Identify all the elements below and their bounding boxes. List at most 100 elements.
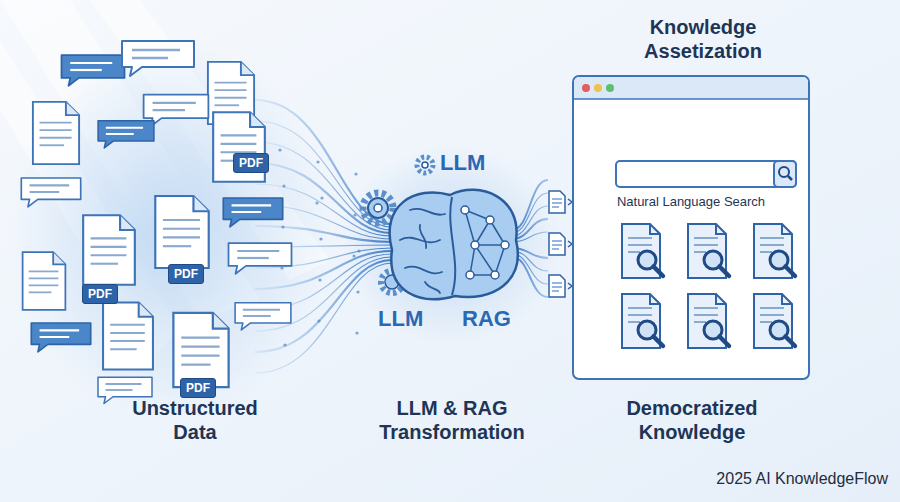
illustration-part	[363, 193, 393, 223]
illustration-part	[315, 201, 318, 204]
illustration-part	[779, 167, 789, 177]
illustration-part	[622, 224, 663, 278]
illustration-part	[31, 323, 90, 352]
illustration-part	[574, 77, 808, 99]
tag-text: PDF	[88, 287, 112, 301]
illustration-part	[390, 190, 518, 299]
illustration-part	[374, 204, 382, 212]
tag-text: PDF	[239, 156, 263, 170]
illustration-part	[357, 249, 360, 252]
tag-text: PDF	[174, 267, 198, 281]
stage-caption: Unstructured Data	[115, 396, 275, 444]
illustration-part	[622, 294, 663, 348]
illustration-part	[422, 162, 428, 168]
illustration-part	[410, 209, 445, 215]
illustration-part	[229, 243, 292, 274]
illustration-part	[352, 254, 355, 257]
stage-caption: LLM & RAG Transformation	[347, 396, 557, 444]
illustration-part	[400, 238, 440, 243]
illustration-part	[788, 176, 792, 180]
illustration-part	[491, 271, 499, 279]
illustration-part	[549, 275, 565, 297]
illustration-part	[549, 233, 565, 255]
illustration-part	[400, 209, 445, 293]
illustration-part	[606, 84, 614, 92]
section-heading: Knowledge Assetization	[574, 15, 808, 63]
illustration-part	[574, 98, 808, 100]
illustration-part	[319, 237, 322, 240]
brain-illustration	[363, 157, 518, 299]
pdf-tag: PDF	[82, 284, 118, 304]
output-cards	[549, 191, 572, 297]
footer-text: 2025 AI KnowledgeFlow	[716, 470, 888, 488]
pdf-tag: PDF	[168, 264, 204, 284]
illustration-part	[594, 84, 602, 92]
illustration-part	[420, 225, 427, 248]
illustration-part	[320, 196, 323, 199]
browser-window: Knowledge AssetizationNatural Language S…	[572, 75, 810, 380]
illustration-part	[356, 290, 359, 293]
illustration-part	[471, 241, 479, 249]
illustration-part	[450, 197, 455, 295]
model-label: LLM	[440, 150, 485, 176]
pdf-tag: PDF	[233, 153, 269, 173]
illustration-part	[255, 226, 392, 242]
illustration-part	[155, 196, 208, 268]
illustration-part	[425, 282, 440, 293]
illustration-part	[122, 41, 194, 76]
document-cluster	[21, 41, 291, 404]
illustration-part	[616, 161, 796, 187]
illustration-part	[173, 313, 228, 387]
illustration-part	[316, 160, 319, 163]
illustration-part	[318, 278, 321, 281]
illustration-part	[355, 331, 358, 334]
illustration-part	[475, 245, 495, 275]
tag-text: PDF	[186, 381, 210, 395]
illustration-part	[368, 198, 388, 218]
illustration-part	[754, 224, 795, 278]
illustration-part	[754, 294, 795, 348]
stage-caption: Democratized Knowledge	[602, 396, 782, 444]
illustration-part	[417, 157, 433, 173]
illustration-part	[280, 266, 283, 269]
illustration-part	[235, 303, 291, 330]
search-caption: Natural Language Search	[574, 194, 808, 209]
glow	[10, 40, 330, 420]
illustration-part	[223, 198, 282, 227]
data-streams	[255, 100, 548, 373]
illustration-part	[23, 252, 66, 310]
illustration-part	[283, 343, 286, 346]
illustration-part	[282, 184, 285, 187]
illustration-part	[317, 319, 320, 322]
illustration-part	[278, 148, 281, 151]
illustration-part	[688, 224, 729, 278]
illustration-part	[461, 206, 469, 214]
illustration-part	[98, 121, 154, 148]
illustration-part	[33, 102, 79, 164]
pdf-tag: PDF	[180, 378, 216, 398]
illustration-part	[353, 213, 356, 216]
illustration-part	[21, 178, 80, 207]
illustration-part	[354, 172, 357, 175]
illustration-part	[465, 210, 475, 245]
illustration-part	[62, 55, 125, 86]
illustration-part	[688, 294, 729, 348]
illustration-part	[465, 210, 505, 275]
illustration-part	[582, 84, 590, 92]
illustration-part	[281, 225, 284, 228]
illustration-part	[549, 191, 565, 213]
illustration-part	[83, 215, 135, 285]
illustration-part	[405, 267, 442, 274]
illustration-part	[461, 206, 509, 279]
illustration-part	[501, 241, 509, 249]
illustration-part	[774, 161, 796, 187]
illustration-part	[103, 302, 153, 369]
model-label: RAG	[462, 306, 511, 332]
illustration-part	[486, 216, 494, 224]
illustration-part	[512, 180, 548, 230]
model-label: LLM	[378, 306, 423, 332]
illustration-part	[466, 271, 474, 279]
browser-content	[574, 77, 808, 378]
